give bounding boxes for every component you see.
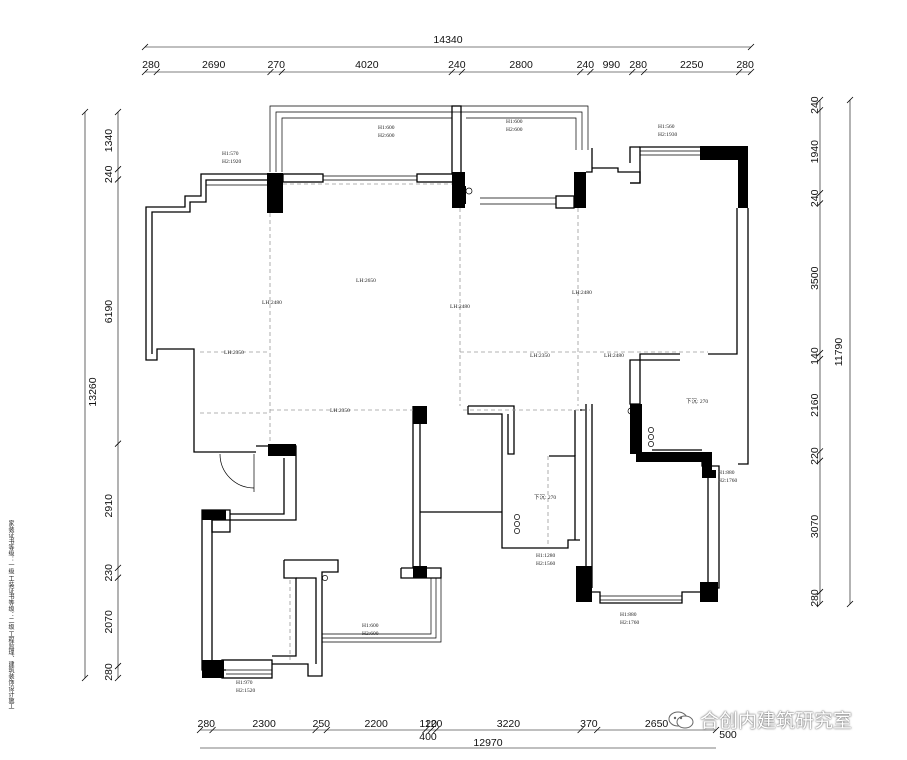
left-dim-1: 240 (103, 165, 115, 183)
note-rightmid-h1: H1:880 (718, 470, 735, 476)
bottom-dim-3: 2200 (365, 718, 389, 730)
right-dim-1: 1940 (809, 140, 821, 164)
top-dim-2: 270 (267, 59, 285, 71)
watermark-text: 合创内建筑研究室 (700, 710, 853, 732)
top-dim-7: 990 (603, 59, 621, 71)
note-lh-2480-d: LH:2480 (604, 353, 624, 359)
note-topright-h2: H2:600 (506, 127, 523, 133)
bottom-dim-4: 120 (419, 718, 437, 730)
left-dim-5: 2070 (103, 610, 115, 634)
note-topleft-h1: H1:570 (222, 151, 239, 157)
note-lh-2480-b: LH:2480 (450, 304, 470, 310)
bottom-total-dim: 12970 (473, 737, 502, 749)
right-dim-5: 2160 (809, 393, 821, 417)
top-dim-0: 280 (142, 59, 160, 71)
right-dim-2: 240 (809, 189, 821, 207)
note-topleft-h2: H2:1920 (222, 159, 242, 165)
right-dim-3: 3500 (809, 266, 821, 290)
annotations: H1:570 H2:1920 H1:600 H2:600 H1:600 H2:6… (222, 119, 738, 694)
wechat-icon (668, 711, 694, 728)
note-farright-h2: H2:1930 (658, 132, 678, 138)
right-dim-6: 220 (809, 447, 821, 465)
note-bottomcenter-h2: H2:600 (362, 631, 379, 637)
top-dim-4: 240 (448, 59, 466, 71)
top-total-dim: 14340 (433, 34, 462, 46)
top-dim-8: 280 (629, 59, 647, 71)
note-bottomright-h2: H2:1760 (620, 620, 640, 626)
bottom-sub-dim: 400 (419, 731, 437, 743)
structural-columns (202, 146, 748, 678)
note-lh-2350-a: LH:2350 (224, 350, 244, 356)
exterior-walls (145, 105, 749, 679)
note-sink-b: 下沉: 270 (534, 493, 556, 501)
note-bottomcenter-h1: H1:600 (362, 623, 379, 629)
bottom-sub2-dim: 500 (719, 729, 737, 741)
top-dim-1: 2690 (202, 59, 226, 71)
note-sink-a: 下沉: 270 (686, 397, 708, 405)
note-lh-2480-a: LH:2480 (262, 300, 282, 306)
right-dimension-chain: 11790 240 1940 240 3500 140 2160 220 3070 280 (809, 96, 854, 608)
top-balcony-frame (269, 105, 589, 172)
left-dimension-chain: 13260 1340 240 6190 2910 230 2070 280 (81, 108, 122, 682)
beam-lines (200, 183, 708, 660)
top-dim-9: 2250 (680, 59, 704, 71)
right-dim-4: 140 (809, 347, 821, 365)
note-bottomleft-h2: H2:1520 (236, 688, 256, 694)
note-topright-h1: H1:600 (506, 119, 523, 125)
bottom-dim-1: 2300 (252, 718, 276, 730)
left-dim-4: 230 (103, 564, 115, 582)
bottom-dim-2: 250 (313, 718, 331, 730)
left-total-dim: 13260 (87, 377, 99, 406)
note-lh-2350-b: LH:2350 (530, 353, 550, 359)
note-farright-h1: H1:560 (658, 124, 675, 130)
note-lh-2650: LH:2650 (356, 278, 376, 284)
top-dim-6: 240 (577, 59, 595, 71)
top-dim-10: 280 (736, 59, 754, 71)
note-topmid-h2: H2:600 (378, 133, 395, 139)
note-topmid-h1: H1:600 (378, 125, 395, 131)
company-qualification-text: 家装证书等级：一级 工装证书等级：二级 工程监理、建筑装饰设计施工 (7, 520, 13, 709)
left-dim-3: 2910 (103, 494, 115, 518)
bottom-dim-8: 2650 (645, 718, 669, 730)
note-bottomright-h1: H1:880 (620, 612, 637, 618)
note-bottommid-h2: H2:1560 (536, 561, 556, 567)
plumbing-fixtures (322, 187, 654, 581)
right-total-dim: 11790 (833, 338, 845, 367)
note-bottomleft-h1: H1:970 (236, 680, 253, 686)
note-bottommid-h1: H1:1280 (536, 553, 556, 559)
bottom-dim-6: 3220 (497, 718, 521, 730)
top-dimension-chain: 14340 280 2690 270 4020 240 2800 240 990 280 2250… (141, 34, 755, 76)
watermark: 合创内建筑研究室 (668, 706, 852, 733)
right-dim-0: 240 (809, 96, 821, 114)
note-rightmid-h2: H2:1760 (718, 478, 738, 484)
right-dim-8: 280 (809, 589, 821, 607)
bottom-dim-7: 370 (580, 718, 598, 730)
right-dim-7: 3070 (809, 515, 821, 539)
top-dim-3: 4020 (355, 59, 379, 71)
left-dim-0: 1340 (103, 129, 115, 153)
left-dim-2: 6190 (103, 300, 115, 324)
bottom-dim-5: 120 (425, 718, 443, 730)
left-dim-6: 280 (103, 663, 115, 681)
bottom-dim-0: 280 (198, 718, 216, 730)
note-lh-2350-c: LH:2350 (330, 408, 350, 414)
note-lh-2480-c: LH:2480 (572, 290, 592, 296)
top-dim-5: 2800 (509, 59, 533, 71)
